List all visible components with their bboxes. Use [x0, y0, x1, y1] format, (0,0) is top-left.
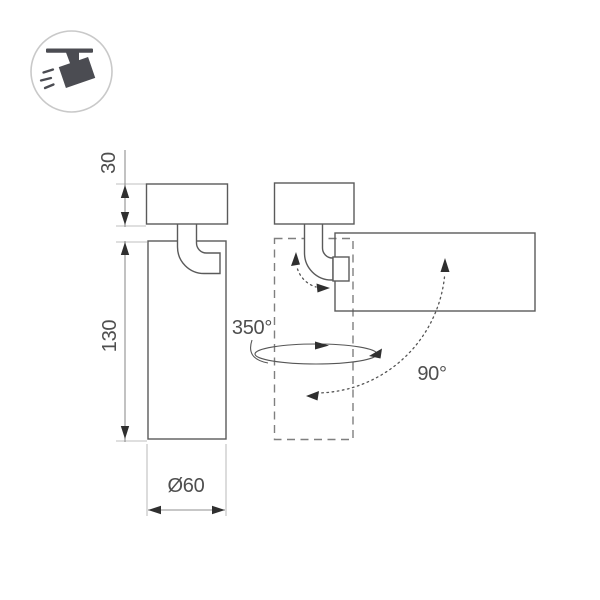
- label-leader-line: [250, 339, 269, 364]
- dimension-base-height: 30: [98, 150, 146, 227]
- rotation-view: [273, 182, 536, 441]
- arm-socket: [332, 256, 350, 282]
- spotlight-head-tilted: [334, 232, 536, 312]
- arrow-up-icon: [291, 252, 300, 266]
- base-height-label: 30: [98, 152, 120, 174]
- spotlight-track-bar: [46, 48, 93, 53]
- spotlight-mount-base: [273, 182, 355, 225]
- light-ray-icon: [42, 68, 55, 74]
- arrow-right-icon: [315, 341, 329, 350]
- arrow-left-icon: [148, 505, 161, 515]
- arrow-up-icon: [120, 242, 130, 255]
- spotlight-body-ghost: [273, 237, 354, 441]
- spotlight-arm-joint: [303, 221, 334, 281]
- arrow-up-icon: [120, 185, 130, 198]
- spotlight-arm-joint: [176, 222, 221, 275]
- arrow-right-icon: [316, 283, 330, 293]
- arrow-right-icon: [212, 505, 225, 515]
- light-ray-icon: [39, 76, 53, 82]
- front-view: [145, 183, 229, 440]
- joint-swivel-indicator: [291, 252, 330, 293]
- arrow-wrap-icon: [369, 348, 382, 359]
- light-ray-icon: [43, 83, 55, 90]
- tilt-rotation-indicator: 90°: [306, 258, 450, 401]
- body-diameter-label: Ø60: [168, 475, 205, 497]
- swivel-arc: [296, 268, 317, 288]
- dimension-body-height: 130: [99, 241, 147, 442]
- arrow-down-icon: [120, 426, 130, 439]
- product-badge: [30, 30, 113, 113]
- pan-rotation-indicator: 350°: [232, 317, 382, 365]
- arrow-up-icon: [440, 258, 450, 272]
- tilt-arc: [312, 276, 446, 394]
- arrow-left-icon: [306, 391, 319, 401]
- dimension-diameter: Ø60: [146, 444, 227, 516]
- pan-angle-label: 350°: [232, 317, 272, 339]
- spotlight-mount-base: [145, 183, 229, 225]
- track-spotlight-icon: [39, 48, 96, 90]
- arrow-down-icon: [120, 212, 130, 225]
- tilt-angle-label: 90°: [417, 363, 446, 385]
- body-height-label: 130: [99, 320, 121, 353]
- spotlight-head: [58, 57, 96, 88]
